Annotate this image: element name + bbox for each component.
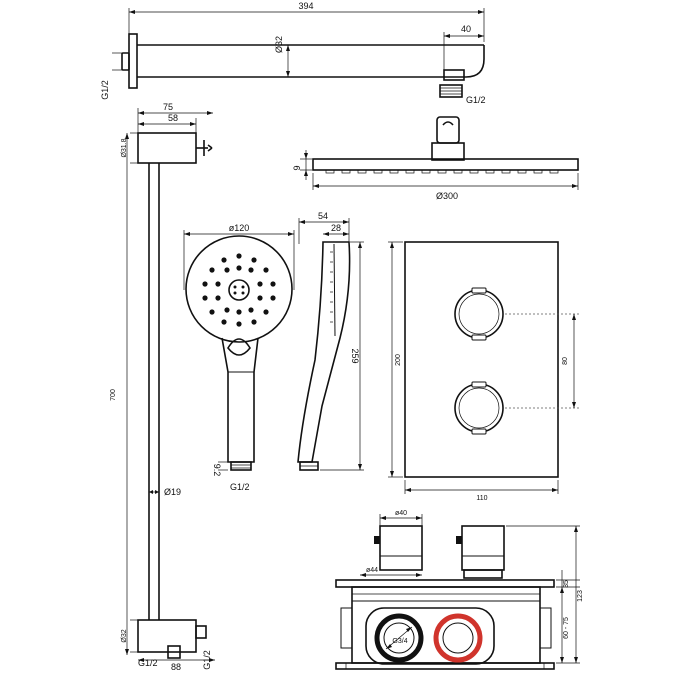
bracket-diameter-label: Ø31.8 — [121, 138, 128, 157]
lower-thread-left-label: G1/2 — [138, 658, 158, 668]
arm-end-label: 40 — [461, 24, 471, 34]
head-thickness-label: 9 — [292, 165, 302, 170]
plate-height-label: 200 — [395, 354, 402, 366]
handset-length-label: 259 — [350, 348, 360, 363]
hand-shower-side: 54 28 259 — [297, 211, 364, 471]
rail-diameter-label: Ø19 — [164, 487, 181, 497]
lower-width-label: 88 — [171, 662, 181, 672]
knob-diameter-label: ø40 — [395, 510, 407, 517]
cold-inlet — [374, 613, 424, 663]
handset-neck-label: 9.2 — [212, 464, 222, 477]
thermostat-plate: 200 110 80 — [388, 241, 580, 502]
bracket-depth-label: 58 — [168, 113, 178, 123]
box-depth-range-label: 60 - 75 — [563, 617, 570, 639]
shower-arm: 394 Ø32 40 G1/2 G1/2 — [100, 1, 486, 105]
rail-height-label: 700 — [110, 389, 117, 401]
hot-inlet — [433, 613, 483, 663]
handset-diameter-label: ø120 — [229, 223, 250, 233]
arm-length-label: 394 — [298, 1, 313, 11]
box-depth-total-label: 123 — [577, 590, 584, 602]
top-knob — [454, 289, 504, 339]
bottom-knob — [454, 383, 504, 433]
lower-thread-right-label: G1/2 — [202, 650, 212, 670]
head-thread-label: G1/2 — [466, 95, 486, 105]
box-diameter-label: ø44 — [366, 567, 378, 574]
handset-thread-label: G1/2 — [230, 482, 250, 492]
arm-diameter-label: Ø32 — [274, 36, 284, 53]
lower-diameter-label: Ø32 — [121, 629, 128, 642]
knob-spacing-label: 80 — [562, 357, 569, 365]
bracket-width-label: 75 — [163, 102, 173, 112]
head-diameter-label: Ø300 — [436, 191, 458, 201]
handset-depth-label: 54 — [318, 211, 328, 221]
plate-width-label: 110 — [476, 495, 487, 502]
slide-rail: 75 58 Ø31.8 700 Ø19 Ø32 — [110, 102, 215, 672]
hand-shower-front: ø120 G1/2 9.2 — [183, 223, 295, 492]
handset-depth-inner-label: 28 — [331, 223, 341, 233]
rain-shower-head: 9 Ø300 — [292, 116, 579, 201]
concealed-box: ø40 ø44 G3/4 — [335, 510, 584, 670]
inlet-thread-label: G3/4 — [392, 638, 407, 645]
arm-thread-label: G1/2 — [100, 80, 110, 100]
box-depth-small-label: 35 — [563, 580, 570, 588]
